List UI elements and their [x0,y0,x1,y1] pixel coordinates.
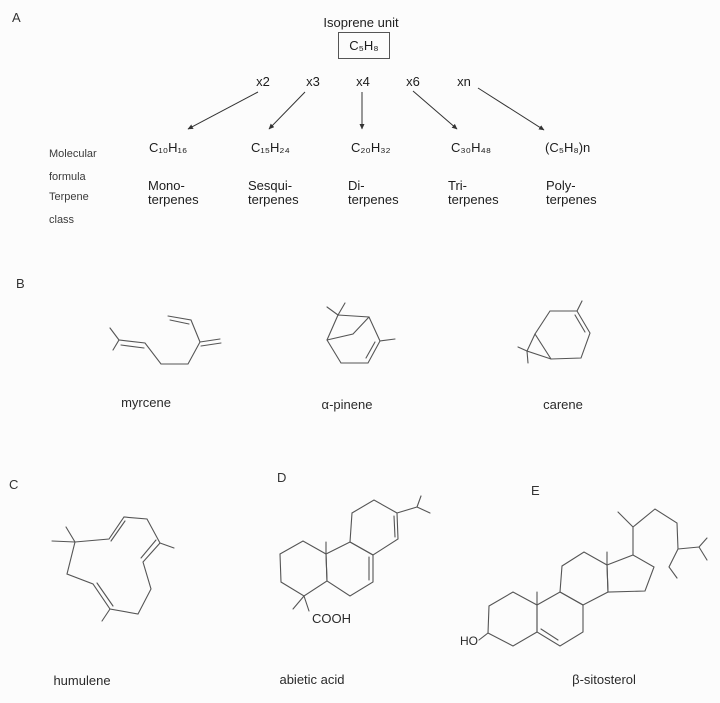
isoprene-unit-title: Isoprene unit [323,15,399,30]
alpha-pinene-structure [327,303,395,363]
class-monoterpenes: Mono- terpenes [148,178,199,207]
arrow-x6-triterpenes [413,91,458,129]
humulene-structure [52,517,174,621]
formula-monoterpene: C₁₀H₁₆ [149,140,188,155]
beta-sitosterol-label: β-sitosterol [572,672,636,687]
multiplier-x3: x3 [306,74,320,89]
panel-e-letter: E [531,483,540,498]
formula-polyterpene: (C₅H₈)n [545,140,591,155]
multiplier-x6: x6 [406,74,420,89]
myrcene-structure [110,316,221,364]
panel-d-letter: D [277,470,287,485]
class-sesquiterpenes: Sesqui- terpenes [248,178,299,207]
multiplier-x4: x4 [356,74,370,89]
multiplier-x2: x2 [256,74,270,89]
beta-sitosterol-structure [479,509,707,646]
isoprene-arrows [187,88,545,130]
panel-c-letter: C [9,477,19,492]
carene-label: carene [543,397,583,412]
formula-diterpene: C₂₀H₃₂ [351,140,391,155]
arrow-xn-polyterpenes [478,88,545,130]
row-header-molecular-formula: Molecular formula [49,147,97,183]
humulene-label: humulene [53,673,111,688]
cooh-group-label: COOH [312,611,351,626]
carene-structure [518,301,590,363]
abietic-acid-structure [280,496,430,611]
myrcene-label: myrcene [121,395,171,410]
formula-triterpene: C₃₀H₄₈ [451,140,492,155]
isoprene-formula-box: C₅H₈ [338,32,390,59]
class-polyterpenes: Poly- terpenes [546,178,597,207]
hydroxyl-group-label: HO [460,634,478,648]
arrow-x3-sesquiterpenes [269,92,305,130]
abietic-acid-label: abietic acid [279,672,345,687]
multiplier-xn: xn [457,74,471,89]
formula-sesquiterpene: C₁₅H₂₄ [251,140,290,155]
row-header-terpene-class: Terpene class [49,190,89,226]
class-diterpenes: Di- terpenes [348,178,399,207]
panel-b-letter: B [16,276,25,291]
alpha-pinene-label: α-pinene [321,397,373,412]
isoprene-formula: C₅H₈ [349,38,379,53]
class-triterpenes: Tri- terpenes [448,178,499,207]
panel-a-letter: A [12,10,21,25]
arrow-x2-monoterpenes [187,92,258,129]
